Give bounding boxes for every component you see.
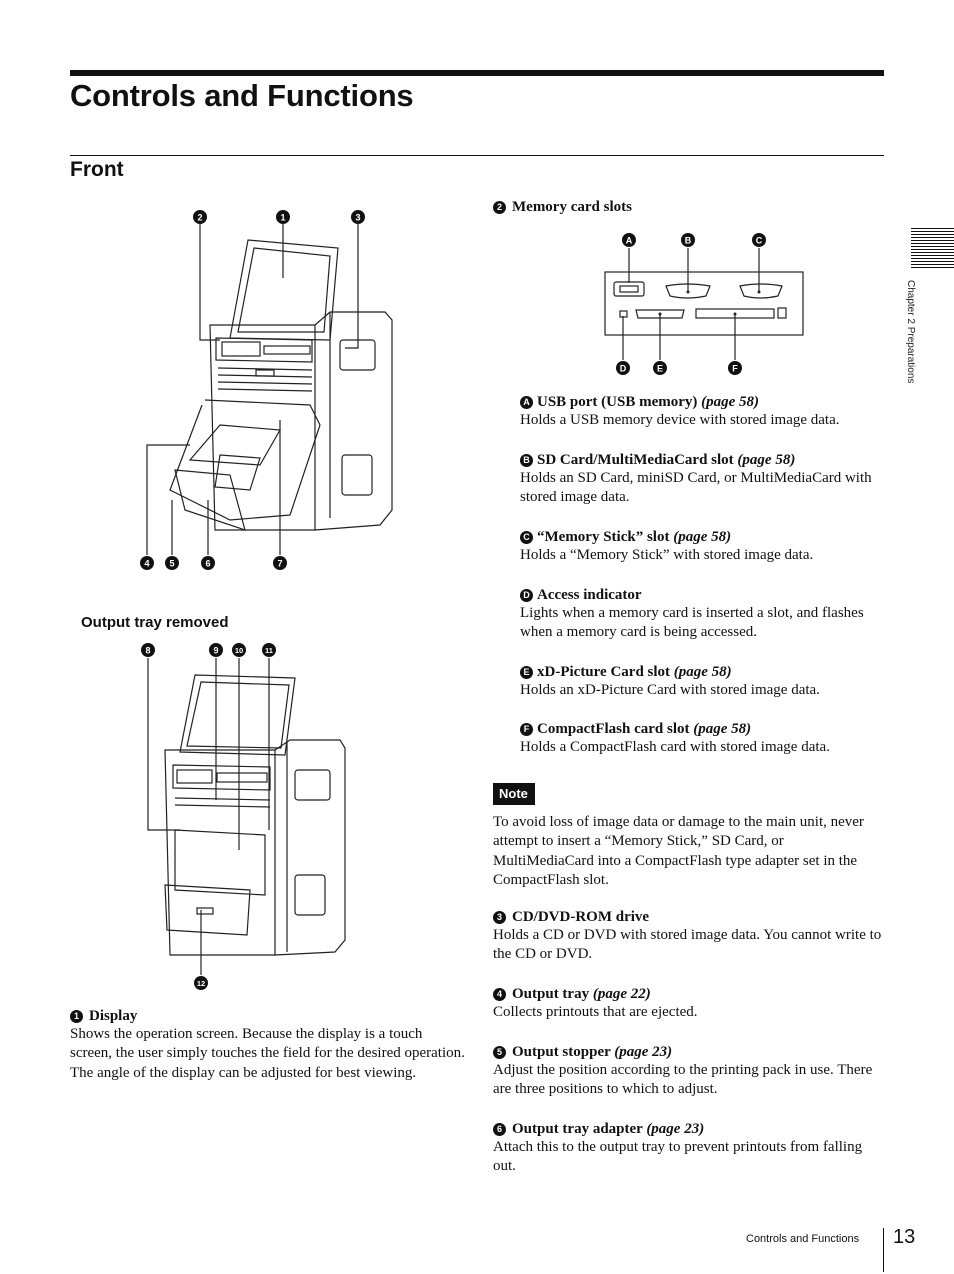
callout-6: 6: [205, 559, 210, 569]
front-illustration: 2 1 3 4 5 6 7: [140, 210, 393, 570]
slot-callout-b: B: [685, 236, 692, 246]
chapter-tab-pattern: [911, 228, 954, 270]
sub-item-letter: C: [520, 531, 533, 544]
section-title: Front: [70, 158, 124, 181]
memory-slots-heading: 2 Memory card slots: [493, 199, 888, 216]
item-number: 4: [493, 988, 506, 1001]
page-ref: (page 58): [693, 721, 752, 737]
item-title: Output tray adapter: [512, 1121, 643, 1137]
item-title: CD/DVD-ROM drive: [512, 909, 650, 925]
callout-8: 8: [145, 646, 150, 656]
page-number: 13: [893, 1226, 916, 1248]
slot-callout-a: A: [626, 236, 633, 246]
page-ref: (page 58): [673, 664, 732, 680]
item-number: 6: [493, 1123, 506, 1136]
front-callouts: 2 1 3 4 5 6 7: [140, 210, 365, 570]
section-rule: [70, 155, 884, 156]
memory-slots-diagram: A B C D E F: [604, 233, 804, 375]
item-output-tray-adapter: 6 Output tray adapter (page 23) Attach th…: [493, 1121, 888, 1177]
callout-11: 11: [265, 646, 273, 655]
item-output-tray: 4 Output tray (page 22) Collects printout…: [493, 986, 888, 1022]
sub-item-title: “Memory Stick” slot: [537, 529, 670, 545]
page-ref: (page 23): [614, 1044, 673, 1060]
sub-item-body: Holds a CompactFlash card with stored im…: [520, 739, 830, 755]
sub-item-c: C “Memory Stick” slot (page 58) Holds a “…: [520, 529, 890, 565]
page-ref: (page 58): [673, 529, 732, 545]
sub-item-title: SD Card/MultiMediaCard slot: [537, 452, 734, 468]
item-title: Output tray: [512, 986, 590, 1002]
slot-callout-c: C: [756, 236, 763, 246]
item-body: Adjust the position according to the pri…: [493, 1062, 873, 1098]
item-body: Holds a CD or DVD with stored image data…: [493, 927, 882, 963]
page-ref: (page 22): [592, 986, 651, 1002]
sub-item-letter: B: [520, 454, 533, 467]
callout-3: 3: [355, 213, 360, 223]
sub-item-title: Access indicator: [537, 587, 642, 603]
sub-item-letter: D: [520, 589, 533, 602]
sub-item-body: Holds an SD Card, miniSD Card, or MultiM…: [520, 470, 872, 506]
page-ref: (page 58): [701, 394, 760, 410]
page-ref: (page 58): [737, 452, 796, 468]
item-body: Attach this to the output tray to preven…: [493, 1139, 863, 1175]
item-cd-dvd-drive: 3 CD/DVD-ROM drive Holds a CD or DVD with…: [493, 909, 888, 965]
slot-callout-e: E: [657, 364, 663, 374]
item-number: 5: [493, 1046, 506, 1059]
callout-7: 7: [277, 559, 282, 569]
sub-item-letter: E: [520, 666, 533, 679]
sub-item-body: Lights when a memory card is inserted a …: [520, 605, 864, 641]
footer-section: Controls and Functions: [746, 1233, 860, 1245]
item-title: Output stopper: [512, 1044, 611, 1060]
callout-9: 9: [213, 646, 218, 656]
sub-item-letter: F: [520, 723, 533, 736]
callout-2: 2: [197, 213, 202, 223]
item-number: 1: [70, 1010, 83, 1023]
footer-rule: [883, 1228, 884, 1272]
figure-caption: Output tray removed: [81, 614, 229, 631]
note-body: To avoid loss of image data or damage to…: [493, 814, 864, 889]
page-ref: (page 23): [646, 1121, 705, 1137]
tray-removed-illustration: 8 9 10 11 12: [141, 643, 346, 990]
page-title: Controls and Functions: [70, 78, 414, 113]
sub-item-d: D Access indicator Lights when a memory c…: [520, 587, 890, 643]
callout-12: 12: [197, 979, 205, 988]
sub-item-body: Holds an xD-Picture Card with stored ima…: [520, 682, 820, 698]
sub-item-b: B SD Card/MultiMediaCard slot (page 58) H…: [520, 452, 890, 508]
item-number: 2: [493, 201, 506, 214]
callout-10: 10: [235, 646, 243, 655]
sub-item-title: USB port (USB memory): [537, 394, 698, 410]
callout-1: 1: [280, 213, 285, 223]
callout-5: 5: [169, 559, 174, 569]
slot-callout-f: F: [732, 364, 738, 374]
sub-item-title: CompactFlash card slot: [537, 721, 690, 737]
item-body: Collects printouts that are ejected.: [493, 1004, 698, 1020]
item-title: Memory card slots: [512, 199, 632, 215]
item-output-stopper: 5 Output stopper (page 23) Adjust the pos…: [493, 1044, 888, 1100]
title-bar-rule: [70, 70, 884, 76]
sub-item-f: F CompactFlash card slot (page 58) Holds …: [520, 721, 890, 757]
removed-callouts: 8 9 10 11 12: [141, 643, 276, 990]
item-number: 3: [493, 911, 506, 924]
item-title: Display: [89, 1008, 138, 1024]
sub-item-a: A USB port (USB memory) (page 58) Holds a…: [520, 394, 890, 430]
note-label: Note: [493, 783, 535, 805]
item-heading: 1 Display: [70, 1008, 465, 1025]
sub-item-title: xD-Picture Card slot: [537, 664, 671, 680]
sub-item-body: Holds a “Memory Stick” with stored image…: [520, 547, 814, 563]
sub-item-body: Holds a USB memory device with stored im…: [520, 412, 840, 428]
item-body: Shows the operation screen. Because the …: [70, 1026, 465, 1081]
chapter-label: Chapter 2 Preparations: [905, 280, 916, 384]
slot-callout-d: D: [620, 364, 627, 374]
callout-4: 4: [144, 559, 149, 569]
item-display: 1 Display Shows the operation screen. Bec…: [70, 1008, 465, 1083]
slot-callouts: A B C D E F: [616, 233, 766, 375]
sub-item-letter: A: [520, 396, 533, 409]
